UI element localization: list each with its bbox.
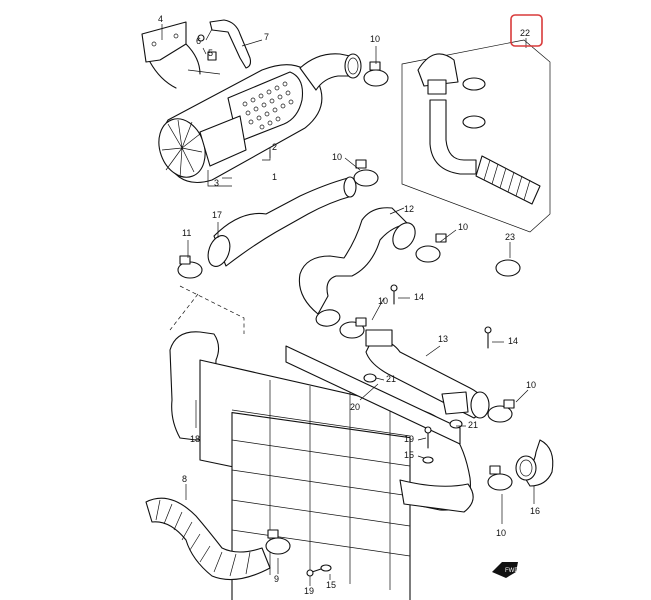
- label-part-12: 12: [404, 204, 414, 214]
- part-labels: 4 6 5 7 10 2 1 3 10 12 17 11 10 23 22 10…: [158, 14, 540, 596]
- label-part-6: 6: [196, 36, 201, 46]
- label-part-19-lower: 19: [304, 586, 314, 596]
- label-part-15-lower: 15: [326, 580, 336, 590]
- label-part-4: 4: [158, 14, 163, 24]
- label-part-10-mid: 10: [332, 152, 342, 162]
- label-part-17: 17: [212, 210, 222, 220]
- label-part-8: 8: [182, 474, 187, 484]
- label-part-7: 7: [264, 32, 269, 42]
- flexible-hose-8: [145, 497, 271, 581]
- air-cleaner-assembly: [158, 53, 362, 187]
- pipe-13: [365, 329, 490, 419]
- leader-lines: [161, 24, 535, 586]
- fwd-label: FWD: [505, 568, 519, 574]
- hose-12: [298, 207, 416, 327]
- label-part-10-top: 10: [370, 34, 380, 44]
- label-part-10-far-right: 10: [526, 380, 536, 390]
- label-part-13: 13: [438, 334, 448, 344]
- label-part-10-lower: 10: [378, 296, 388, 306]
- label-part-5: 5: [208, 48, 213, 58]
- label-part-19-upper: 19: [404, 434, 414, 444]
- label-part-10-right: 10: [458, 222, 468, 232]
- label-part-1: 1: [272, 172, 277, 182]
- label-part-21-right: 21: [468, 420, 478, 430]
- forward-direction-arrow-icon: FWD: [492, 562, 519, 578]
- label-part-15-upper: 15: [404, 450, 414, 460]
- label-part-3: 3: [214, 178, 219, 188]
- label-part-16: 16: [530, 506, 540, 516]
- label-part-10-bottom: 10: [496, 528, 506, 538]
- label-part-14-lower: 14: [508, 336, 518, 346]
- clamps-and-fasteners: [177, 61, 521, 577]
- inset-box-22: [401, 39, 551, 233]
- hose-16: [515, 439, 554, 487]
- label-part-11: 11: [182, 228, 191, 238]
- label-part-20: 20: [350, 402, 360, 412]
- label-part-2: 2: [272, 142, 277, 152]
- label-part-14-upper: 14: [414, 292, 424, 302]
- label-part-22: 22: [520, 28, 530, 38]
- highlight-box-part-22: [510, 14, 543, 47]
- label-part-18: 18: [190, 434, 200, 444]
- label-part-23: 23: [505, 232, 515, 242]
- label-part-21-left: 21: [386, 374, 396, 384]
- hose-17: [207, 176, 357, 267]
- label-part-9: 9: [274, 574, 279, 584]
- bracket-assembly: [141, 19, 252, 89]
- intercooler-assembly: [169, 285, 474, 600]
